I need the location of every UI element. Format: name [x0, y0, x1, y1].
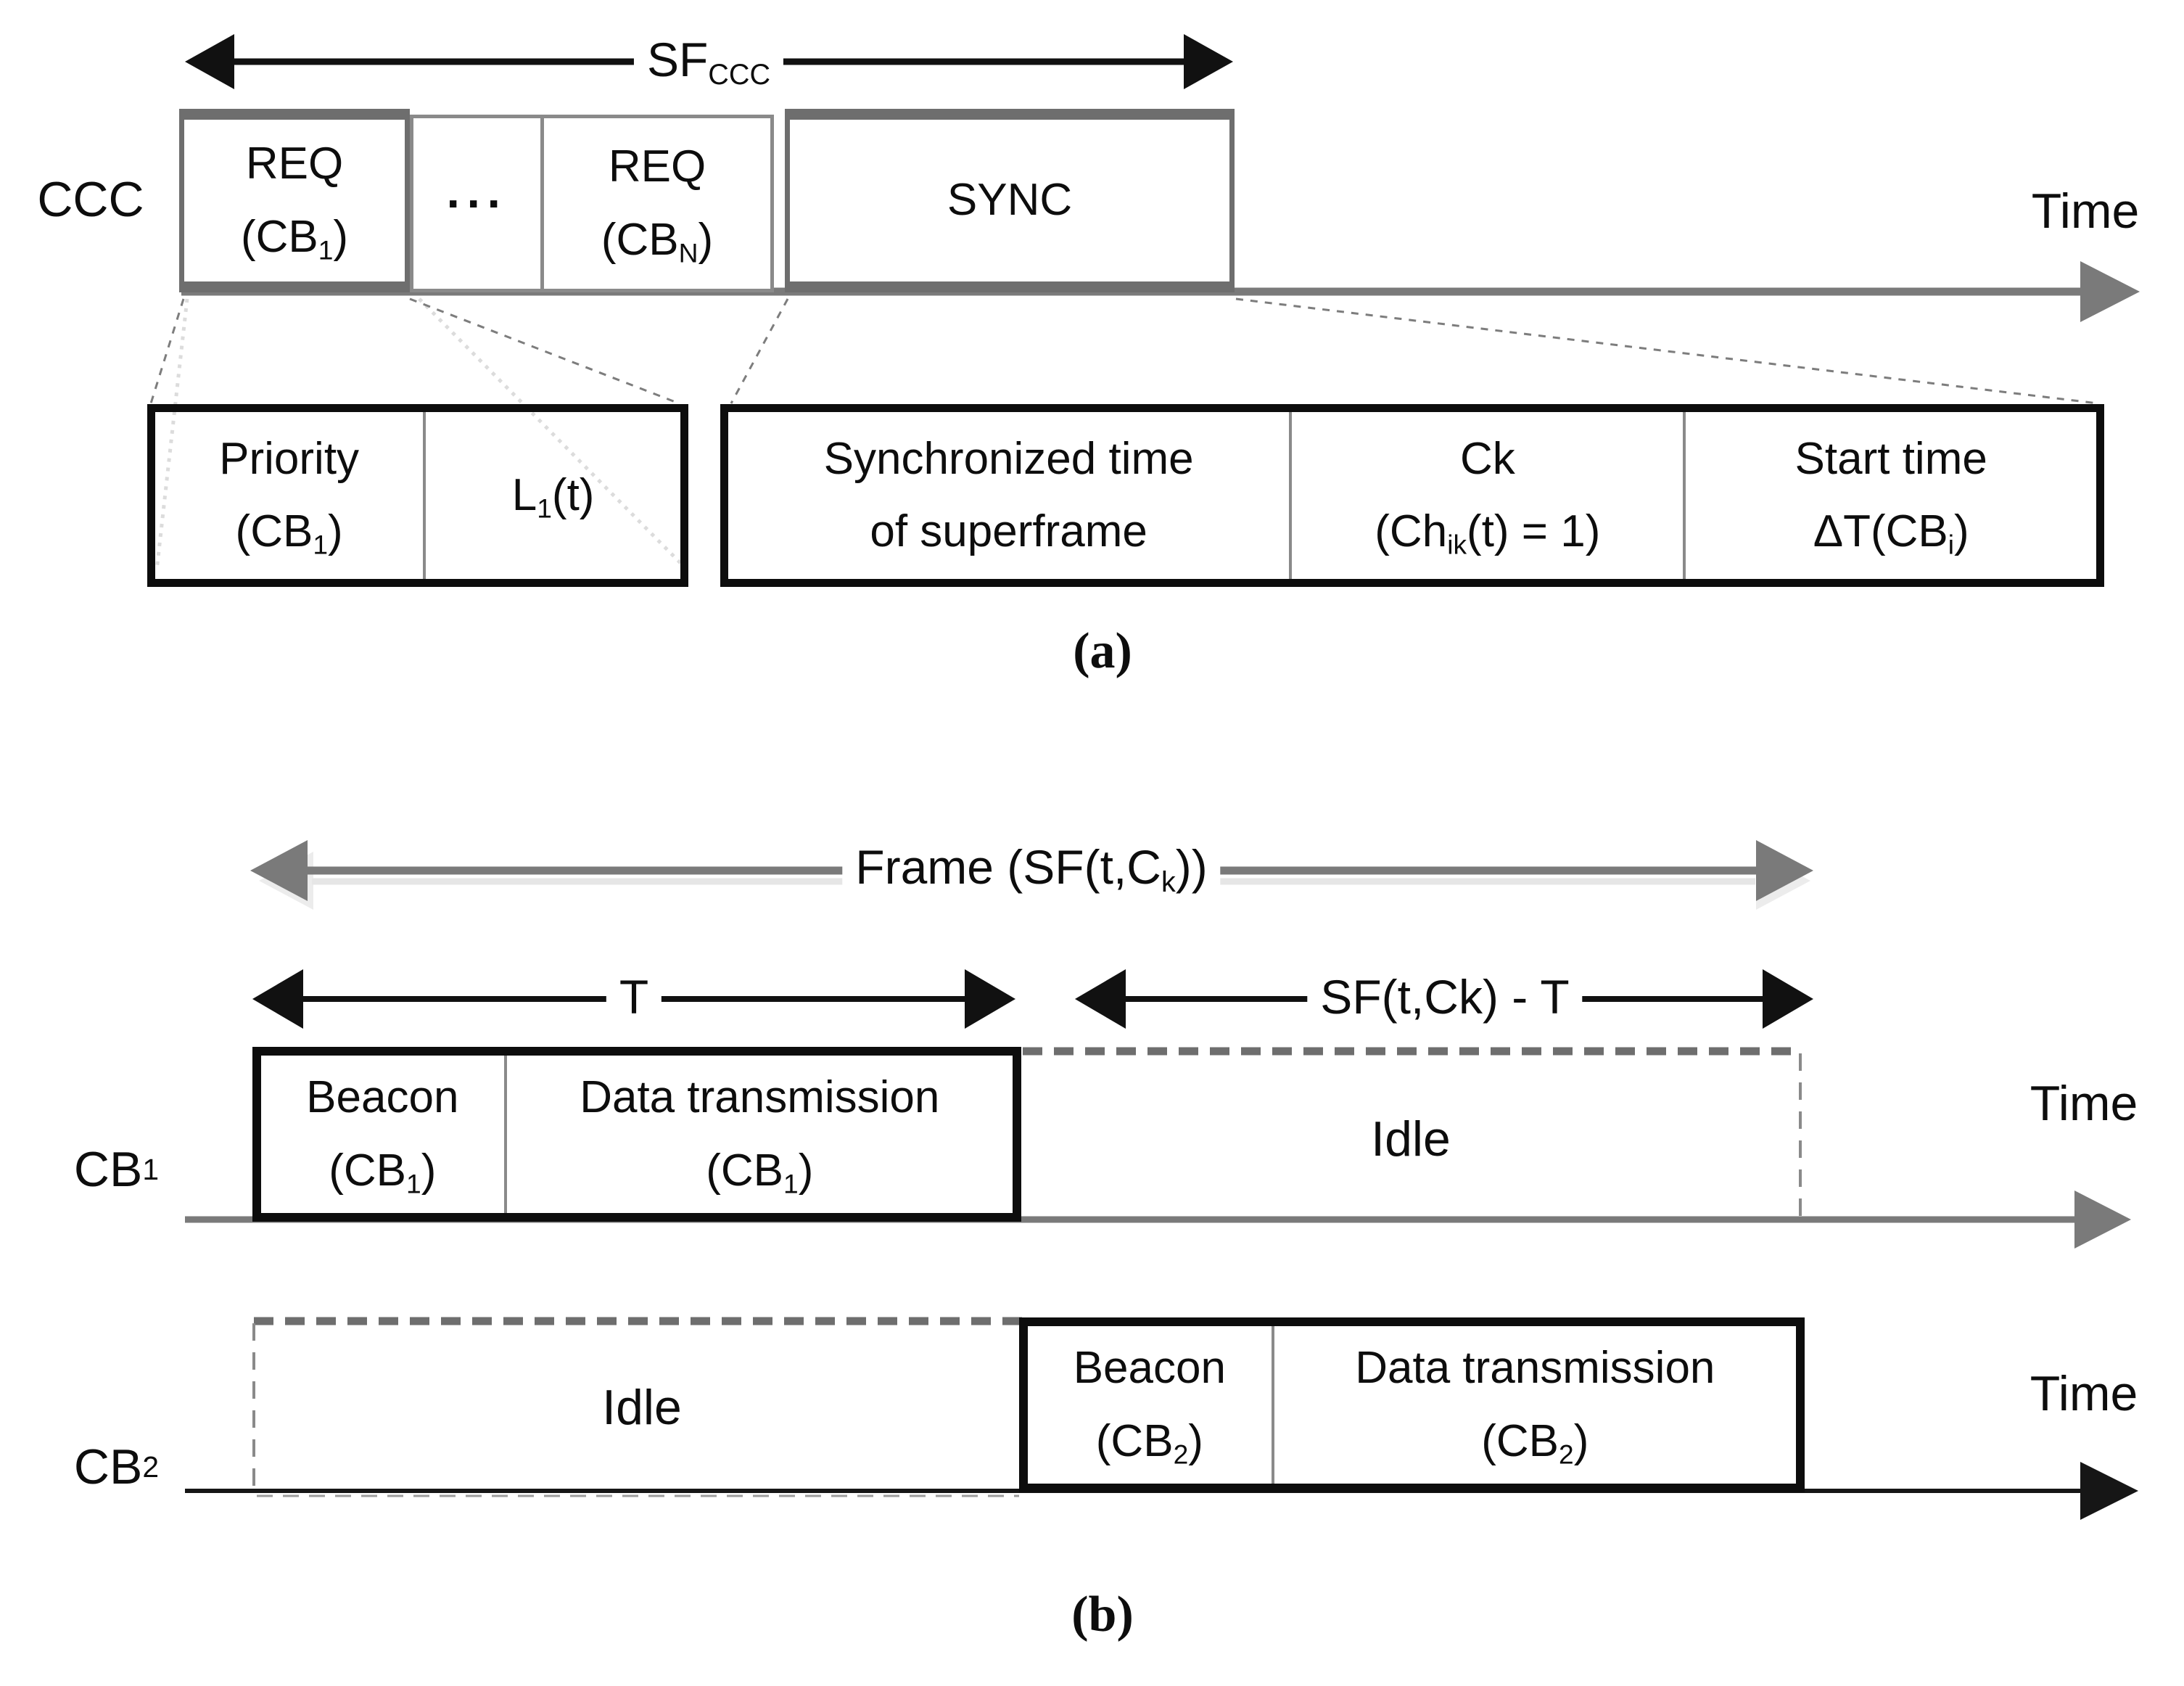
cb2-idle-label: Idle: [602, 1380, 682, 1435]
req-cbn-slot: REQ (CBN): [540, 115, 774, 292]
priority-cell: Priority (CB1): [155, 412, 423, 579]
ellipsis-dots: ···: [446, 176, 508, 231]
priority-line1: Priority: [219, 433, 360, 484]
ck-line1: Ck: [1459, 433, 1515, 484]
req-cbn-line1: REQ: [608, 141, 706, 192]
cb1-data-line2: (CB1): [706, 1145, 814, 1198]
sync-time-line2: of superframe: [870, 506, 1147, 556]
ck-cell: Ck (Chik(t) = 1): [1289, 412, 1683, 579]
sfccc-arrow-label: SFCCC: [633, 31, 784, 92]
time-label-cb1: Time: [2030, 1076, 2138, 1131]
sfccc-arrow-head-right: [1184, 34, 1233, 89]
cb1-frame-box: Beacon (CB1) Data transmission (CB1): [252, 1047, 1021, 1222]
start-time-cell: Start time ΔT(CBi): [1683, 412, 2096, 579]
t-arrow-head-right: [965, 969, 1015, 1029]
req-cb1-line2: (CB1): [240, 211, 349, 265]
start-time-line2: ΔT(CBi): [1813, 506, 1969, 560]
cb2-beacon-line2: (CB2): [1095, 1415, 1203, 1469]
cb1-data-cell: Data transmission (CB1): [503, 1056, 1013, 1213]
req-dots-slot: ···: [410, 115, 540, 292]
connector-sync-right: [1235, 297, 2098, 405]
ck-line2: (Chik(t) = 1): [1375, 506, 1601, 560]
caption-a: (a): [1073, 623, 1132, 679]
start-time-line1: Start time: [1794, 433, 1987, 484]
sync-time-line1: Synchronized time: [823, 433, 1194, 484]
length-label: L1(t): [511, 469, 595, 524]
cb1-data-line1: Data transmission: [580, 1072, 940, 1123]
sync-detail-box: Synchronized time of superframe Ck (Chik…: [720, 404, 2104, 587]
req-cb1-slot: REQ (CB1): [179, 109, 410, 292]
cb1-timeline-arrow-head: [2074, 1191, 2131, 1249]
cb2-frame-box: Beacon (CB2) Data transmission (CB2): [1019, 1317, 1805, 1492]
connector-sync-left: [730, 298, 789, 404]
priority-line2: (CB1): [235, 506, 343, 560]
sync-time-cell: Synchronized time of superframe: [728, 412, 1289, 579]
sft-arrow-head-left: [1075, 969, 1126, 1029]
sync-slot: SYNC: [785, 109, 1235, 292]
ccc-channel-label: CCC: [37, 172, 144, 227]
t-arrow-head-left: [252, 969, 303, 1029]
length-cell: L1(t): [423, 412, 680, 579]
timeline-a-arrow-head: [2080, 261, 2140, 322]
time-label-cb2: Time: [2030, 1366, 2138, 1421]
cb1-beacon-line1: Beacon: [306, 1072, 459, 1123]
req-cbn-line2: (CBN): [601, 214, 714, 268]
cb2-timeline-arrow-head: [2080, 1462, 2138, 1520]
frame-arrow-label: Frame (SF(t,Ck)): [842, 839, 1221, 900]
req-detail-box: Priority (CB1) L1(t): [147, 404, 688, 587]
cb2-data-line1: Data transmission: [1355, 1343, 1715, 1394]
sync-label: SYNC: [947, 175, 1073, 226]
frame-arrow-head-right: [1756, 840, 1813, 901]
cb1-idle-label: Idle: [1371, 1111, 1451, 1167]
sft-arrow-label: SF(t,Ck) - T: [1307, 969, 1583, 1024]
connector-shadow-right: [418, 297, 689, 572]
sft-arrow-head-right: [1763, 969, 1813, 1029]
t-arrow-label: T: [606, 969, 662, 1024]
cb2-beacon-line1: Beacon: [1073, 1343, 1226, 1394]
frame-arrow-head-left: [250, 840, 308, 901]
cb1-beacon-line2: (CB1): [329, 1145, 437, 1198]
connector-req1-right: [409, 297, 680, 405]
req-cb1-line1: REQ: [245, 139, 344, 189]
time-label-a: Time: [2031, 184, 2140, 239]
sfccc-arrow-head-left: [185, 34, 234, 89]
cb2-data-line2: (CB2): [1481, 1415, 1589, 1469]
cb2-beacon-cell: Beacon (CB2): [1028, 1326, 1272, 1484]
connector-req1-left: [149, 298, 185, 404]
cb1-beacon-cell: Beacon (CB1): [261, 1056, 504, 1213]
cb2-data-cell: Data transmission (CB2): [1271, 1326, 1796, 1484]
connector-shadow-left: [154, 298, 189, 571]
caption-b: (b): [1071, 1587, 1134, 1642]
